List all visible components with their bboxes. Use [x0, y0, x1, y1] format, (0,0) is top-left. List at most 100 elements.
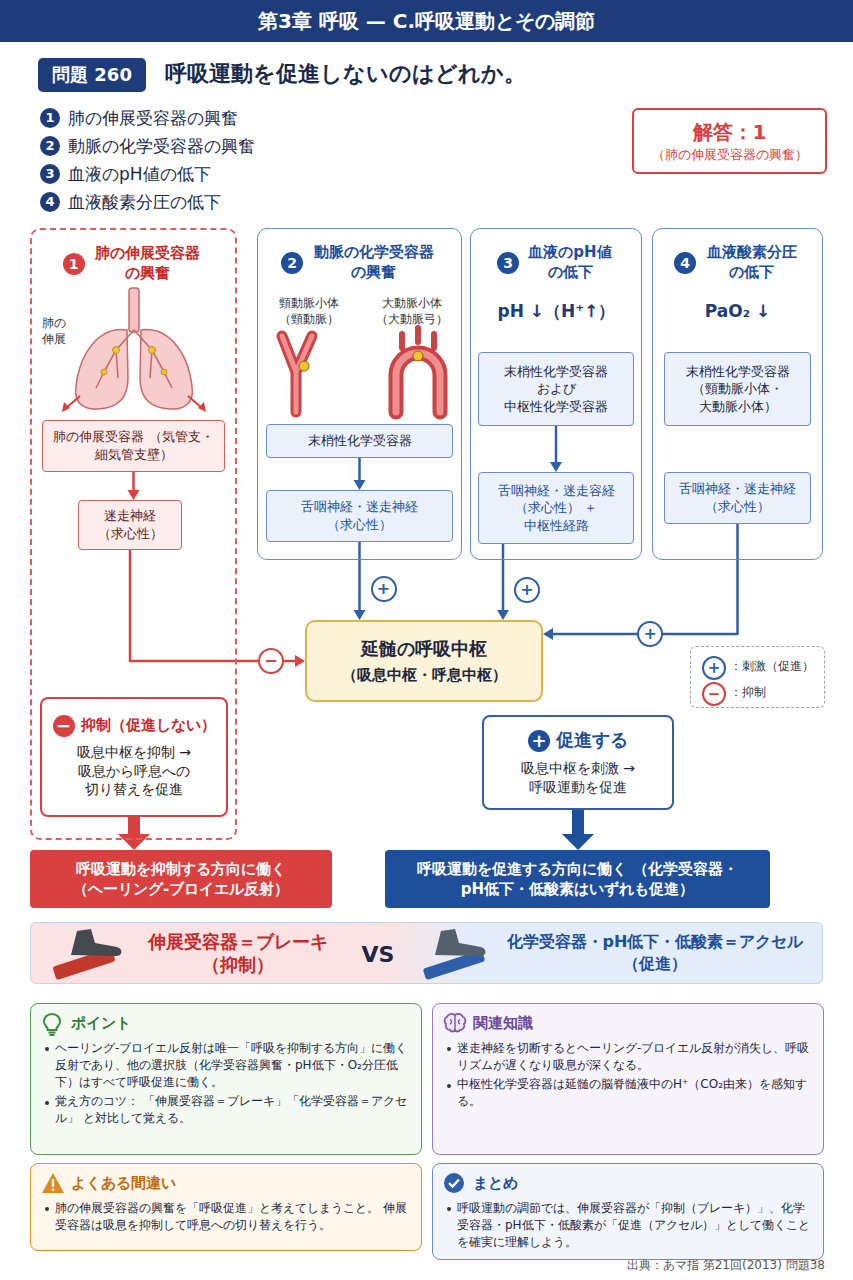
callout-number: 3	[497, 252, 519, 274]
connector	[562, 810, 594, 850]
option-text: 血液のpH値の低下	[68, 162, 388, 186]
connector-line	[128, 817, 140, 834]
brake-accel-bar: 伸展受容器＝ブレーキ （抑制）VS化学受容器・pH低下・低酸素＝アクセル （促進…	[30, 922, 823, 984]
lung-illustration	[62, 288, 206, 412]
box-heading: よくある間違い	[43, 1172, 409, 1194]
node-text: 末梢性化学受容器 （頸動脈小体・ 大動脈小体）	[671, 363, 804, 416]
warning-icon	[41, 1172, 65, 1194]
heading-row: 2 動脈の化学受容器 の興奮	[281, 243, 438, 282]
node-text: 問題 260	[52, 63, 132, 87]
carotid-illustration-part	[282, 336, 312, 412]
node-text: （肺の伸展受容器の興奮）	[652, 146, 808, 164]
receptor-box: 肺の伸展受容器 （気管支・細気管支壁）	[42, 420, 225, 472]
arrow-head	[354, 480, 366, 490]
check-icon	[443, 1172, 465, 1194]
node-text: 肺の伸展受容器の興奮を「呼吸促進」と考えてしまうこと。 伸展受容器は吸息を抑制し…	[43, 1200, 409, 1234]
heading-row: 3血液のpH値 の低下	[497, 243, 615, 282]
node-text: 呼吸運動の調節では、伸展受容器が「抑制（ブレーキ）」、化学受容器・pH低下・低酸…	[445, 1200, 811, 1251]
lung-illustration-part	[161, 369, 167, 375]
node-text: 中枢性化学受容器は延髄の脳脊髄液中のH⁺（CO₂由来）を感知する。	[445, 1076, 811, 1110]
question-text: 呼吸運動を促進しないのはどれか。	[165, 60, 625, 89]
legend-text: ：刺激（促進）	[730, 656, 814, 676]
brain-icon	[443, 1012, 467, 1034]
aorta-illustration-part	[396, 353, 440, 412]
box-heading: 関連知識	[445, 1012, 811, 1034]
lung-illustration-part	[62, 402, 70, 412]
arrow-head	[118, 834, 150, 850]
part-label: 肺の 伸展	[36, 316, 72, 347]
connector	[550, 426, 562, 472]
caption-text: 出典：あマ指 第21回(2013) 問題38	[420, 1258, 825, 1274]
option-text: 肺の伸展受容器の興奮	[68, 106, 388, 130]
heading-row: 4血液酸素分圧 の低下	[674, 243, 801, 282]
option-text: 血液酸素分圧の低下	[68, 190, 388, 214]
connector-line	[572, 810, 584, 834]
callout-number: 2	[281, 252, 303, 274]
lung-illustration-part	[113, 347, 120, 354]
node-text: 血液酸素分圧 の低下	[702, 243, 801, 282]
node-text: 末梢性化学受容器 および 中枢性化学受容器	[485, 363, 627, 416]
node-text: 舌咽神経・迷走容経 （求心性） ＋ 中枢性経路	[485, 482, 627, 535]
formula-label: PaO₂ ↓	[665, 300, 810, 322]
arrow-head	[543, 628, 553, 640]
node-text: 迷走神経 （求心性）	[85, 507, 175, 542]
node-text: 舌咽神経・迷走神経 （求心性）	[671, 480, 804, 515]
center-box: 延髄の呼吸中枢 （吸息中枢・呼息中枢）	[305, 620, 543, 702]
node-text: 吸息中枢を抑制 → 吸息から呼息への 切り替えを促進	[50, 743, 218, 800]
arrow-head	[354, 610, 366, 620]
option-panel: 3血液のpH値 の低下末梢性化学受容器 および 中枢性化学受容器舌咽神経・迷走容…	[470, 228, 642, 560]
arrow-head	[550, 462, 562, 472]
carotid-illustration	[282, 336, 312, 412]
point-box: ポイントヘーリング-ブロイエル反射は唯一「呼吸を抑制する方向」に働く反射であり、…	[30, 1003, 422, 1155]
node-text: 吸息中枢を刺激 → 呼吸運動を促進	[492, 759, 664, 797]
connector-line	[502, 544, 505, 610]
heading-row: 1肺の伸展受容器 の興奮	[63, 244, 205, 283]
node-text: 呼吸運動を促進する方向に働く （化学受容器・pH低下・低酸素はいずれも促進）	[393, 859, 762, 900]
aorta-illustration-part	[396, 353, 440, 412]
node-text: 迷走神経を切断するとヘーリング-ブロイエル反射が消失し、呼吸リズムが遅くなり吸息…	[445, 1040, 811, 1074]
lung-illustration-part	[96, 330, 172, 388]
node-text: （吸息中枢・呼息中枢）	[342, 665, 507, 685]
connector	[354, 542, 366, 620]
aorta-illustration	[396, 328, 440, 412]
part-label: 頸動脈小体 （頸動脈）	[260, 296, 358, 327]
heading-row: +促進する	[528, 728, 628, 752]
formula-label: pH ↓（H⁺↑）	[478, 300, 635, 322]
edge-sign: +	[371, 576, 397, 602]
nerve-box: 迷走神経 （求心性）	[78, 500, 182, 550]
receptor-box: 末梢性化学受容器 および 中枢性化学受容器	[478, 352, 634, 426]
node-text: VS	[353, 940, 403, 970]
option-panel: 4血液酸素分圧 の低下末梢性化学受容器 （頸動脈小体・ 大動脈小体） 舌咽神経・迷…	[652, 228, 823, 560]
receptor-box: 末梢性化学受容器 （頸動脈小体・ 大動脈小体）	[664, 352, 811, 426]
node-text: 動脈の化学受容器 の興奮	[309, 243, 438, 282]
node-text: 呼吸運動を抑制する方向に働く （ヘーリング-ブロイエル反射）	[38, 859, 324, 900]
inhibit-band: 呼吸運動を抑制する方向に働く （ヘーリング-ブロイエル反射）	[30, 850, 332, 908]
nerve-box: 舌咽神経・迷走容経 （求心性） ＋ 中枢性経路	[478, 472, 634, 544]
legend-text: ：抑制	[730, 682, 766, 702]
knowledge-box: 関連知識迷走神経を切断するとヘーリング-ブロイエル反射が消失し、呼吸リズムが遅く…	[432, 1003, 824, 1155]
lung-illustration-part	[101, 369, 107, 375]
connector	[130, 550, 305, 667]
aorta-illustration-part	[413, 351, 423, 361]
lung-illustration-part	[76, 330, 128, 409]
option-panel: 2動脈の化学受容器 の興奮末梢性化学受容器舌咽神経・迷走神経 （求心性）	[257, 228, 462, 560]
callout-number: 4	[40, 192, 60, 212]
edge-sign: +	[514, 577, 540, 603]
node-text: 末梢性化学受容器	[308, 432, 412, 450]
connector-line	[132, 472, 135, 490]
box-heading: ポイント	[43, 1012, 409, 1034]
node-text: 覚え方のコツ： 「伸展受容器＝ブレーキ」「化学受容器＝アクセル」 と対比して覚え…	[43, 1093, 409, 1127]
legend-sign: −	[702, 682, 726, 706]
question-badge: 問題 260	[38, 58, 146, 92]
promote-box: +促進する吸息中枢を刺激 → 呼吸運動を促進	[482, 715, 674, 810]
lung-illustration-part	[149, 347, 156, 354]
connector	[354, 458, 366, 490]
node-text: 延髄の呼吸中枢	[361, 637, 487, 661]
bulb-icon	[41, 1012, 63, 1036]
heading-row: −抑制（促進しない）	[53, 715, 216, 737]
callout-number: +	[528, 730, 550, 752]
box-heading: まとめ	[445, 1172, 811, 1194]
node-text: 肺の伸展受容器 の興奮	[91, 244, 205, 283]
legend-sign: +	[702, 656, 726, 680]
title-bar: 第3章 呼吸 — C.呼吸運動とその調節	[0, 0, 853, 42]
